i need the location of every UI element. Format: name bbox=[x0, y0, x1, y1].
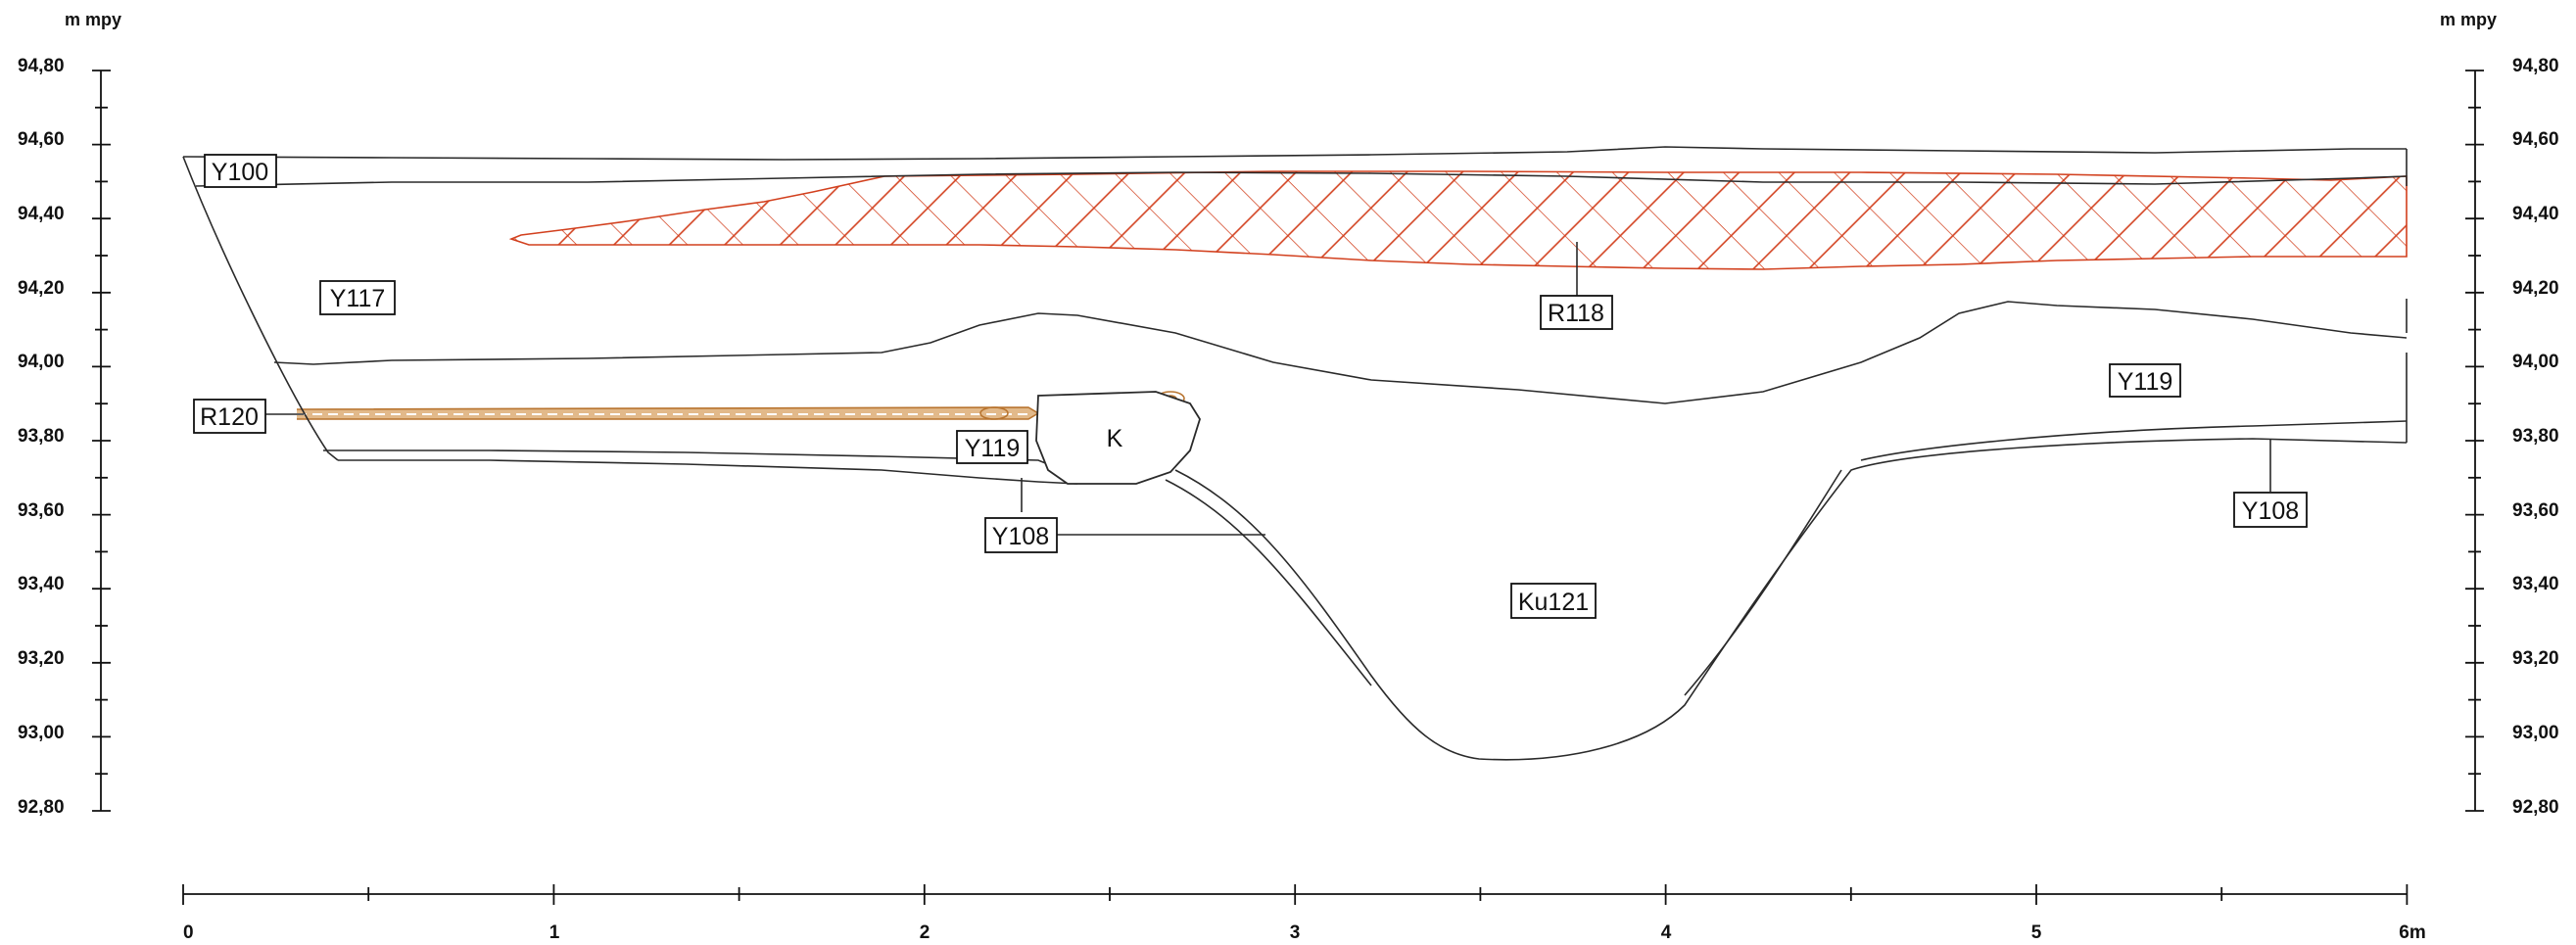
right-tick-label: 92,80 bbox=[2512, 797, 2559, 818]
right-axis: m mpy 94,80 94,60 94,40 94,20 94,00 93,8… bbox=[2440, 10, 2559, 818]
bottom-tick-label: 4 bbox=[1661, 922, 1672, 943]
left-tick-label: 92,80 bbox=[18, 797, 65, 818]
leader-lines bbox=[262, 242, 2271, 536]
right-tick-label: 93,40 bbox=[2512, 574, 2559, 594]
bottom-tick-label: 3 bbox=[1290, 922, 1301, 943]
left-tick-label: 94,60 bbox=[18, 129, 65, 150]
left-tick-label: 93,60 bbox=[18, 500, 65, 521]
bottom-axis: 0 1 2 3 4 5 6m bbox=[182, 884, 2426, 943]
label-y108-left: Y108 bbox=[984, 517, 1058, 553]
r118-layer bbox=[508, 170, 2408, 270]
label-y119-right-text: Y119 bbox=[2118, 368, 2173, 396]
left-tick-label: 93,20 bbox=[18, 648, 65, 669]
left-tick-label: 93,00 bbox=[18, 723, 65, 743]
right-tick-label: 93,80 bbox=[2512, 426, 2559, 447]
right-tick-label: 93,20 bbox=[2512, 648, 2559, 669]
left-tick-label: 94,20 bbox=[18, 278, 65, 299]
bottom-tick-label: 0 bbox=[183, 922, 194, 943]
bottom-tick-label: 1 bbox=[549, 922, 560, 943]
label-y119-left: Y119 bbox=[956, 430, 1028, 464]
left-axis-unit: m mpy bbox=[65, 10, 121, 29]
label-y119-right: Y119 bbox=[2109, 363, 2181, 398]
bottom-tick-label: 6m bbox=[2399, 922, 2425, 943]
right-tick-label: 93,00 bbox=[2512, 723, 2559, 743]
left-tick-label: 94,80 bbox=[18, 56, 65, 76]
bottom-tick-label: 5 bbox=[2031, 922, 2042, 943]
label-r120: R120 bbox=[193, 399, 266, 434]
left-tick-label: 93,80 bbox=[18, 426, 65, 447]
section-lines bbox=[182, 146, 2408, 761]
label-y100-text: Y100 bbox=[212, 159, 268, 186]
left-tick-label: 94,00 bbox=[18, 352, 65, 372]
label-r118: R118 bbox=[1540, 295, 1613, 330]
right-tick-label: 94,80 bbox=[2512, 56, 2559, 76]
right-tick-label: 94,00 bbox=[2512, 352, 2559, 372]
label-y119-left-text: Y119 bbox=[965, 435, 1021, 462]
label-y108-right-text: Y108 bbox=[2242, 497, 2299, 525]
stone-k: K bbox=[1035, 391, 1201, 485]
stone-k-label: K bbox=[1107, 425, 1123, 452]
label-ku121-text: Ku121 bbox=[1518, 589, 1589, 616]
label-r120-text: R120 bbox=[200, 403, 259, 431]
label-y108-right: Y108 bbox=[2233, 492, 2308, 528]
label-y100: Y100 bbox=[204, 154, 277, 188]
label-y117: Y117 bbox=[319, 280, 396, 315]
right-tick-label: 94,40 bbox=[2512, 204, 2559, 224]
left-tick-label: 93,40 bbox=[18, 574, 65, 594]
right-axis-unit: m mpy bbox=[2440, 10, 2497, 29]
label-y108-left-text: Y108 bbox=[992, 523, 1049, 550]
label-y117-text: Y117 bbox=[330, 285, 386, 312]
label-ku121: Ku121 bbox=[1510, 583, 1597, 619]
right-tick-label: 94,60 bbox=[2512, 129, 2559, 150]
left-tick-label: 94,40 bbox=[18, 204, 65, 224]
left-axis: m mpy 94,80 94,60 94,40 94,20 94,00 93,8… bbox=[18, 10, 121, 818]
right-tick-label: 93,60 bbox=[2512, 500, 2559, 521]
right-tick-label: 94,20 bbox=[2512, 278, 2559, 299]
label-r118-text: R118 bbox=[1548, 300, 1604, 327]
bottom-tick-label: 2 bbox=[920, 922, 930, 943]
